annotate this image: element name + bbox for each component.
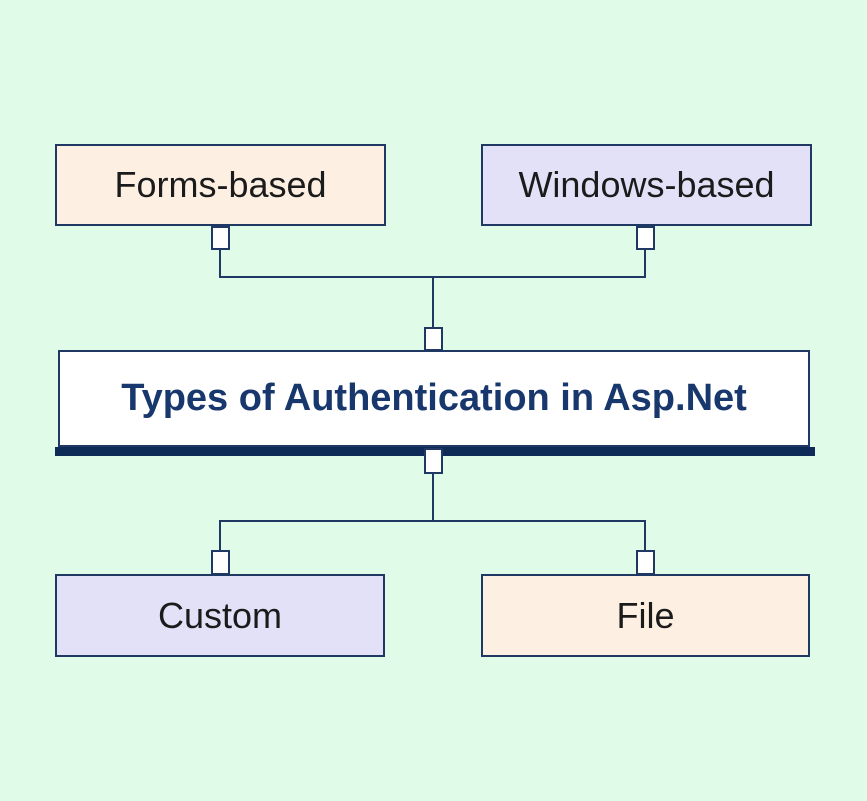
node-custom: Custom <box>55 574 385 657</box>
node-windows-based-label: Windows-based <box>518 164 775 205</box>
node-title: Types of Authentication in Asp.Net <box>58 350 810 447</box>
node-file: File <box>481 574 810 657</box>
connector-forms-down <box>219 249 221 278</box>
connector-windows-down <box>644 249 646 278</box>
port-windows-bottom <box>636 226 655 250</box>
connector-custom-up <box>219 522 221 552</box>
port-forms-bottom <box>211 226 230 250</box>
port-custom-top <box>211 550 230 575</box>
node-file-label: File <box>616 594 675 636</box>
node-forms-based-label: Forms-based <box>114 164 327 205</box>
diagram-title: Types of Authentication in Asp.Net <box>121 377 747 419</box>
node-custom-label: Custom <box>157 594 283 636</box>
connector-top-horizontal <box>219 276 646 278</box>
port-title-bottom <box>424 448 443 474</box>
connector-from-title-bottom <box>432 472 434 522</box>
node-forms-based: Forms-based <box>55 144 386 226</box>
connector-to-title-top <box>432 278 434 330</box>
port-title-top <box>424 327 443 351</box>
connector-bottom-horizontal <box>219 520 646 522</box>
node-windows-based: Windows-based <box>481 144 812 226</box>
connector-file-up <box>644 522 646 552</box>
port-file-top <box>636 550 655 575</box>
